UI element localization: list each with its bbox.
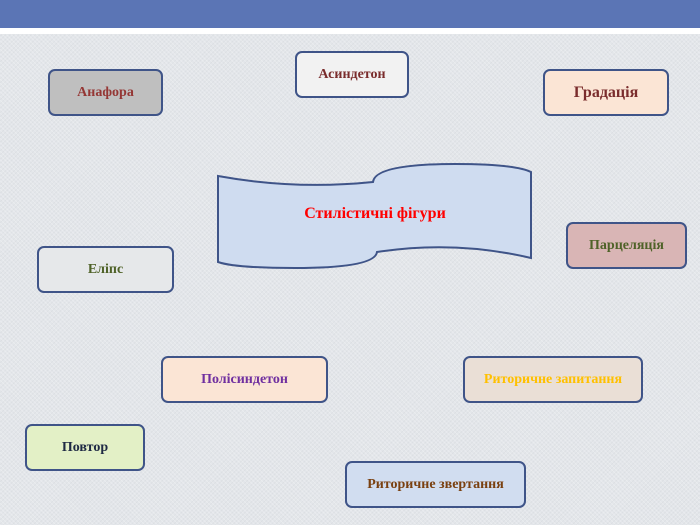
box-rhetorical-address[interactable]: Риторичне звертання — [345, 461, 526, 508]
box-anafora[interactable]: Анафора — [48, 69, 163, 116]
center-title: Стилістичні фігури — [304, 205, 446, 222]
box-polysyndeton[interactable]: Полісиндетон — [161, 356, 328, 403]
box-asyndeton[interactable]: Асиндетон — [295, 51, 409, 98]
box-gradation[interactable]: Градація — [543, 69, 669, 116]
header-bar — [0, 0, 700, 28]
center-banner-shape — [217, 162, 532, 270]
header-divider — [0, 28, 700, 34]
box-rhetorical-question[interactable]: Риторичне запитання — [463, 356, 643, 403]
box-repetition[interactable]: Повтор — [25, 424, 145, 471]
box-parcelation[interactable]: Парцеляція — [566, 222, 687, 269]
box-ellipsis[interactable]: Еліпс — [37, 246, 174, 293]
